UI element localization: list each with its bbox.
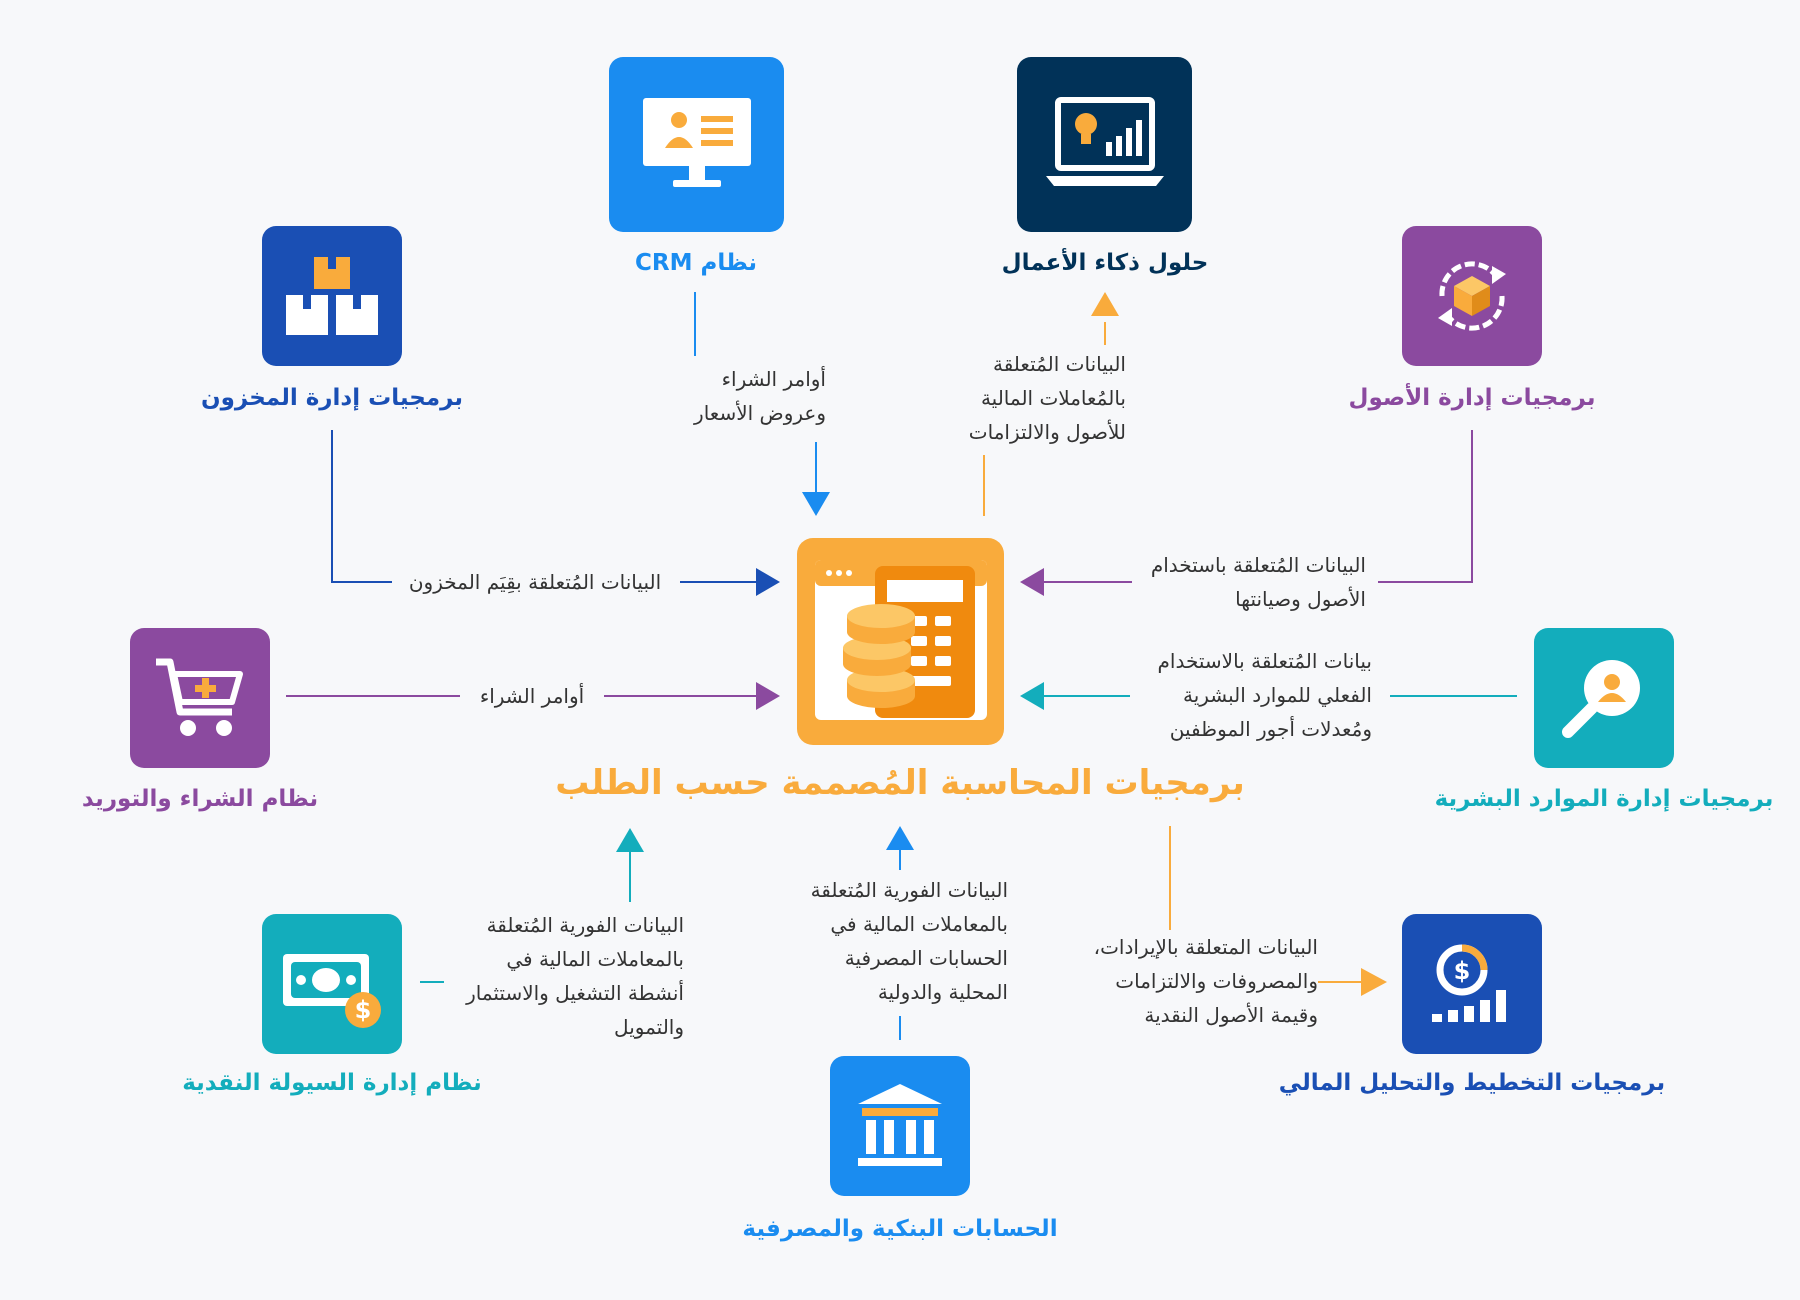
bi-label: حلول ذكاء الأعمال — [1001, 250, 1209, 276]
inventory-label: برمجيات إدارة المخزون — [200, 385, 464, 411]
flow-line: بالمعاملات المالية في — [506, 947, 684, 971]
flow-line: ومُعدلات أجور الموظفين — [1169, 717, 1372, 741]
flow-line: وعروض الأسعار — [694, 401, 826, 425]
flow-bank: البيانات الفورية المُتعلقة بالمعاملات ال… — [786, 873, 1008, 1009]
planning-label: برمجيات التخطيط والتحليل المالي — [1278, 1070, 1666, 1096]
flow-line: البيانات المُتعلقة بقِيَم المخزون — [408, 570, 662, 594]
flow-line: وقيمة الأصول النقدية — [1144, 1003, 1318, 1027]
flow-line: أنشطة التشغيل والاستثمار — [466, 981, 684, 1005]
bank-label: الحسابات البنكية والمصرفية — [742, 1216, 1058, 1242]
flow-line: البيانات المُتعلقة — [992, 352, 1126, 376]
flow-line: والمصروفات والالتزامات — [1115, 969, 1318, 993]
arrowhead-hr — [1020, 682, 1044, 710]
center-tile[interactable] — [797, 538, 1004, 745]
assets-label: برمجيات إدارة الأصول — [1348, 385, 1596, 411]
flow-hr: بيانات المُتعلقة بالاستخدام الفعلي للموا… — [1140, 644, 1372, 746]
flow-inventory: البيانات المُتعلقة بقِيَم المخزون — [400, 565, 670, 599]
monitor-profile-icon — [642, 97, 751, 187]
wire-assets — [1378, 430, 1473, 583]
arrowhead-inventory — [756, 568, 780, 596]
procurement-label: نظام الشراء والتوريد — [81, 786, 319, 812]
flow-procurement: أوامر الشراء — [466, 679, 598, 713]
arrowhead-cash — [616, 828, 644, 852]
laptop-analytics-icon — [1045, 96, 1164, 186]
arrowhead-crm — [802, 492, 830, 516]
arrowhead-planning — [1361, 968, 1387, 996]
flow-line: البيانات الفورية المُتعلقة — [486, 913, 684, 937]
center-title: برمجيات المحاسبة المُصممة حسب الطلب — [555, 763, 1245, 803]
crm-label: نظام CRM — [634, 250, 758, 276]
planning-tile[interactable]: $ — [1402, 914, 1542, 1054]
bank-building-icon — [858, 1084, 942, 1166]
flow-line: للأصول والالتزامات — [968, 420, 1126, 444]
stacked-boxes-icon — [286, 257, 378, 335]
flow-line: بالمعاملات المالية في — [830, 912, 1008, 936]
person-search-icon — [1562, 660, 1640, 738]
bank-tile[interactable] — [830, 1056, 970, 1196]
finance-chart-icon: $ — [1432, 944, 1506, 1022]
wire-inventory — [331, 430, 392, 583]
flow-line: الأصول وصيانتها — [1235, 587, 1366, 611]
flow-line: الفعلي للموارد البشرية — [1182, 683, 1372, 707]
flow-line: أوامر الشراء — [721, 367, 826, 391]
cycle-box-icon — [1438, 261, 1506, 331]
flow-assets: البيانات المُتعلقة باستخدام الأصول وصيان… — [1140, 548, 1366, 616]
hr-label: برمجيات إدارة الموارد البشرية — [1434, 786, 1774, 812]
flow-line: والتمويل — [614, 1015, 684, 1039]
cash-label: نظام إدارة السيولة النقدية — [182, 1070, 482, 1096]
flow-line: بيانات المُتعلقة بالاستخدام — [1157, 649, 1372, 673]
flow-cash: البيانات الفورية المُتعلقة بالمعاملات ال… — [452, 908, 684, 1044]
assets-tile[interactable] — [1402, 226, 1542, 366]
flow-line: أوامر الشراء — [479, 684, 585, 708]
banknote-icon: $ — [283, 954, 381, 1028]
procurement-tile[interactable] — [130, 628, 270, 768]
flow-line: البيانات المُتعلقة باستخدام — [1150, 553, 1366, 577]
flow-line: البيانات المتعلقة بالإيرادات، — [1093, 935, 1318, 959]
hr-tile[interactable] — [1534, 628, 1674, 768]
shopping-cart-icon — [156, 658, 243, 736]
cash-tile[interactable]: $ — [262, 914, 402, 1054]
flow-line: الحسابات المصرفية — [844, 946, 1008, 970]
flow-crm: أوامر الشراء وعروض الأسعار — [668, 362, 826, 430]
calculator-coins-icon — [814, 559, 987, 720]
crm-tile[interactable] — [609, 57, 784, 232]
svg-text:$: $ — [355, 996, 372, 1024]
flow-line: المحلية والدولية — [877, 980, 1008, 1004]
svg-text:$: $ — [1454, 957, 1471, 985]
arrowhead-bi — [1091, 292, 1119, 316]
arrowhead-assets — [1020, 568, 1044, 596]
flow-line: بالمُعاملات المالية — [980, 386, 1126, 410]
bi-tile[interactable] — [1017, 57, 1192, 232]
arrowhead-procurement — [756, 682, 780, 710]
flow-planning: البيانات المتعلقة بالإيرادات، والمصروفات… — [1068, 930, 1318, 1032]
flow-line: البيانات الفورية المُتعلقة — [810, 878, 1008, 902]
arrowhead-bank — [886, 826, 914, 850]
inventory-tile[interactable] — [262, 226, 402, 366]
flow-bi: البيانات المُتعلقة بالمُعاملات المالية ل… — [930, 347, 1126, 449]
